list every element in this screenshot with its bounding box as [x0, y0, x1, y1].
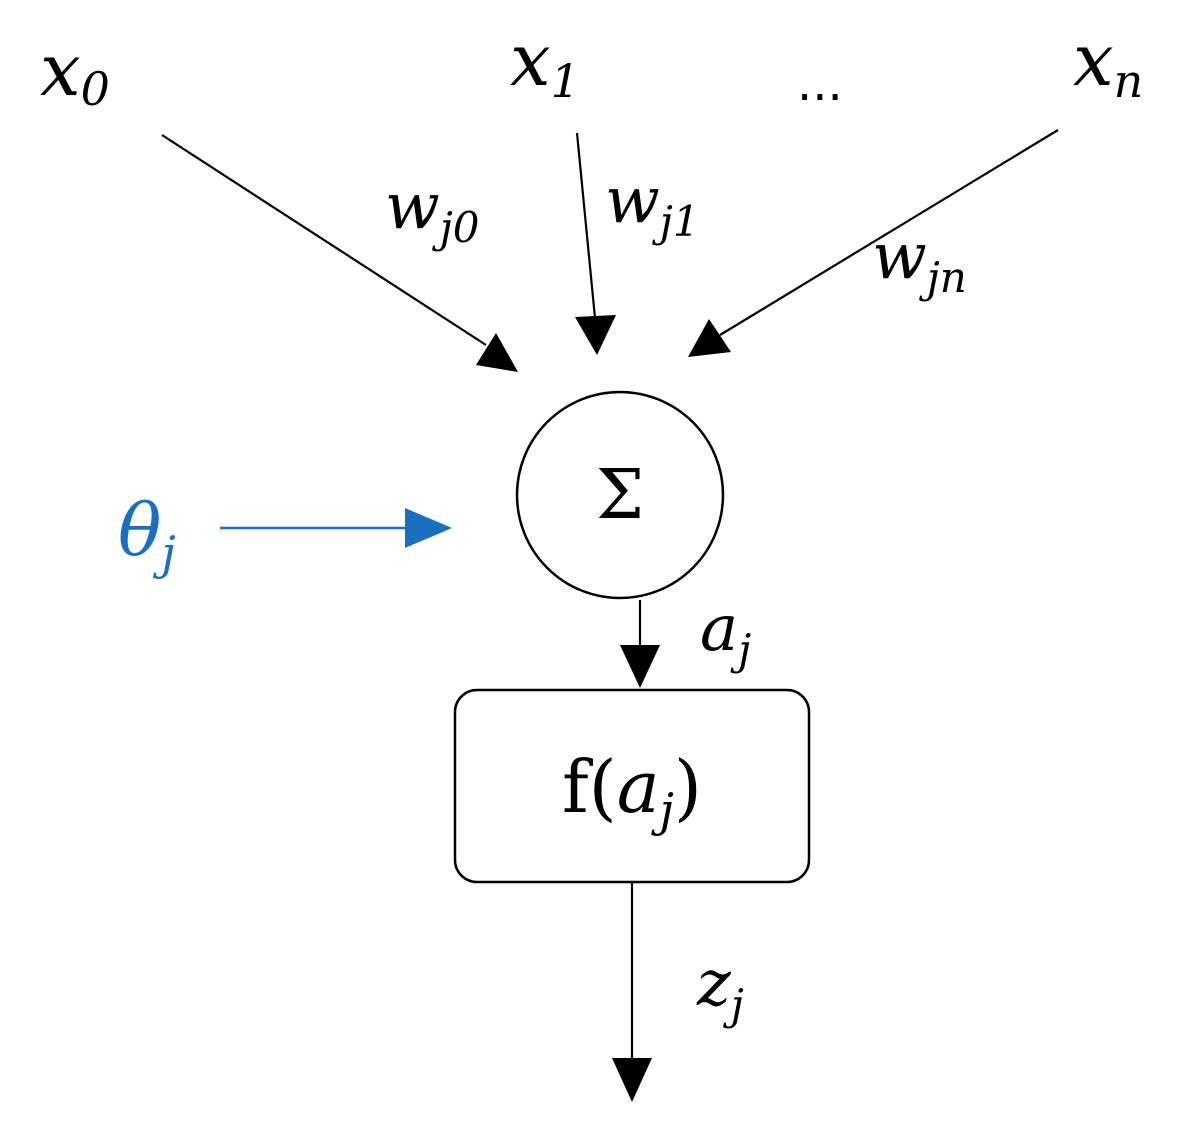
input-x0-label: x0 [40, 28, 110, 116]
weight-wj1-label: wj1 [605, 164, 700, 246]
arrow-x1 [575, 132, 597, 319]
output-zj-label: zj [696, 947, 744, 1029]
bias-arrowhead [405, 508, 452, 548]
input-arrows [161, 129, 1059, 372]
input-xn-label: xn [1073, 18, 1143, 108]
arrow-xn [719, 129, 1059, 336]
summation-symbol: Σ [596, 456, 644, 535]
activation-function-label: f(aj) [562, 745, 702, 837]
activation-aj-label: aj [700, 592, 751, 674]
input-x1-label: x1 [510, 18, 580, 108]
arrow-x0 [161, 134, 487, 346]
weight-wjn-label: wjn [872, 220, 967, 302]
bias-theta-label: θj [118, 488, 176, 580]
ellipsis-label: ... [797, 56, 843, 112]
summation-node [515, 390, 725, 600]
activation-arrowhead [620, 645, 660, 688]
arrowhead-x0 [476, 333, 518, 372]
weight-wj0-label: wj0 [385, 170, 480, 252]
arrowhead-xn [688, 319, 731, 357]
arrowhead-x1 [575, 315, 616, 355]
output-arrowhead [612, 1058, 652, 1102]
